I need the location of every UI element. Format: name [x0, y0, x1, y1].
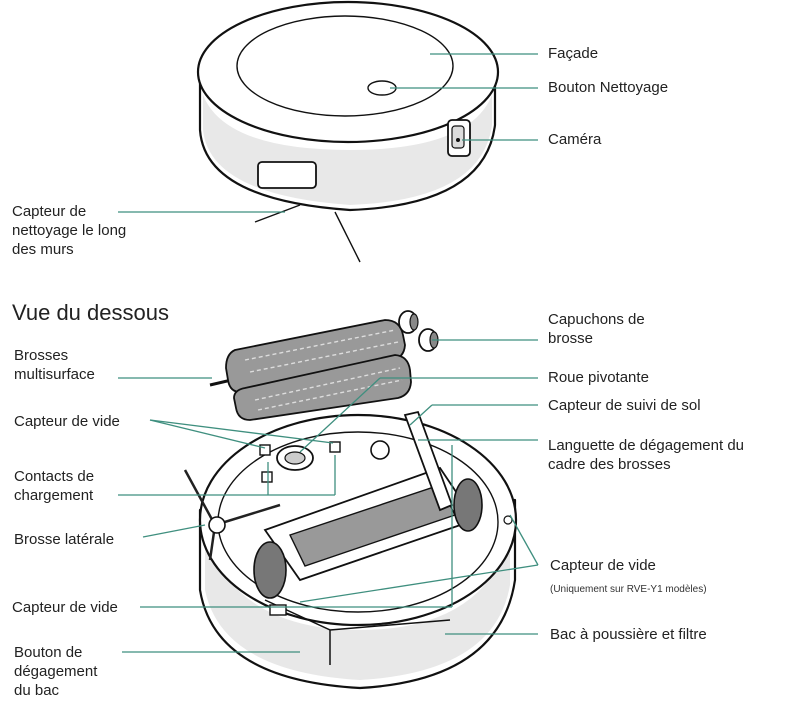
brush-caps [398, 310, 439, 352]
leader-cliff-1a [149, 419, 266, 449]
label-floor-tracking-sensor: Capteur de suivi de sol [548, 397, 701, 414]
label-cliff-sensor-1: Capteur de vide [14, 413, 120, 430]
robot-top-view [196, 0, 500, 263]
label-cliff-sensor-right: Capteur de vide [550, 557, 656, 574]
label-wall-sensor: Capteur de nettoyage le long des murs [12, 203, 127, 258]
label-facade: Façade [548, 45, 599, 62]
leader-caster-1 [299, 377, 381, 453]
label-camera: Caméra [548, 131, 602, 148]
label-cliff-sensor-2: Capteur de vide [12, 599, 118, 616]
leader-side-brush [142, 524, 206, 538]
label-bin-and-filter: Bac à poussière et filtre [550, 626, 707, 643]
label-release-tab: Languette de dégagement du cadre des bro… [548, 437, 745, 473]
robot-bottom-view [183, 410, 518, 690]
bottom-section-title: Vue du dessous [12, 300, 169, 325]
label-charging-contacts: Contacts de chargement [14, 468, 95, 504]
label-side-brush: Brosse latérale [14, 531, 115, 548]
label-clean-button: Bouton Nettoyage [548, 79, 669, 96]
label-bin-release-button: Bouton de dégagement du bac [14, 644, 98, 699]
label-multisurface-brushes: Brosses multisurface [14, 347, 95, 383]
leader-cliff-right-b [299, 564, 539, 603]
brush-rollers [209, 319, 412, 421]
label-caster-wheel: Roue pivotante [548, 369, 649, 386]
leader-cliff-right-a [509, 514, 539, 566]
leader-floor-sensor-1 [409, 404, 433, 426]
label-brush-caps: Capuchons de brosse [548, 311, 645, 347]
leader-cliff-1b [149, 419, 334, 444]
label-cliff-sensor-note: (Uniquement sur RVE-Y1 modèles) [550, 584, 707, 595]
